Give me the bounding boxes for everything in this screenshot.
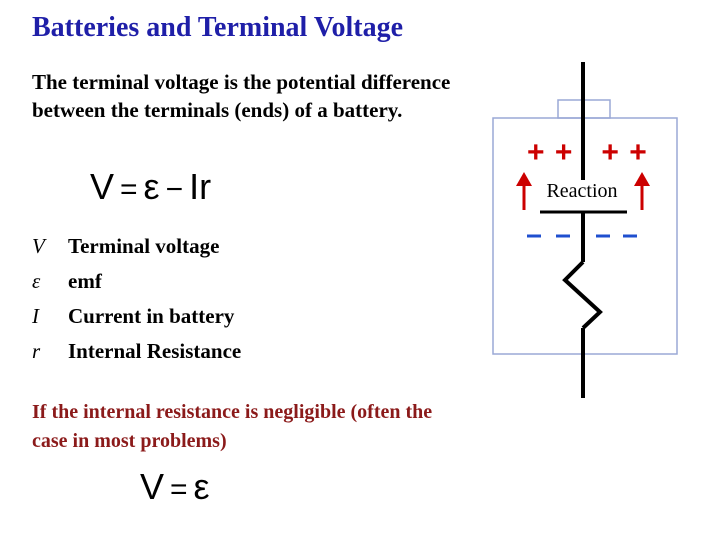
slide-title: Batteries and Terminal Voltage [32, 12, 404, 43]
symbol: V [32, 234, 45, 258]
eq1-ir: Ir [189, 166, 212, 207]
definition: Terminal voltage [68, 234, 220, 258]
intro-text: The terminal voltage is the potential di… [32, 70, 451, 122]
reaction-label: Reaction [546, 180, 618, 202]
eq2-equals: = [170, 473, 188, 506]
symbol: r [32, 339, 41, 363]
symbol: I [32, 304, 39, 328]
positive-charges: + + + + [527, 136, 648, 169]
ideal-voltage-equation: V=ε [140, 466, 210, 508]
negligible-resistance-note: If the internal resistance is negligible… [32, 401, 433, 452]
eq1-minus: − [165, 173, 184, 206]
symbol: ε [32, 269, 41, 293]
eq1-emf: ε [143, 166, 160, 207]
definition: Current in battery [68, 304, 235, 328]
eq1-lhs: V [90, 166, 115, 207]
reaction-arrow-left [516, 172, 532, 210]
definition: Internal Resistance [68, 339, 242, 363]
terminal-voltage-equation: V=ε−Ir [90, 166, 211, 208]
reaction-arrow-right [634, 172, 650, 210]
eq1-equals: = [120, 173, 138, 206]
definition: emf [68, 269, 102, 293]
eq2-emf: ε [193, 466, 210, 507]
internal-resistor [562, 260, 603, 330]
eq2-lhs: V [140, 466, 165, 507]
